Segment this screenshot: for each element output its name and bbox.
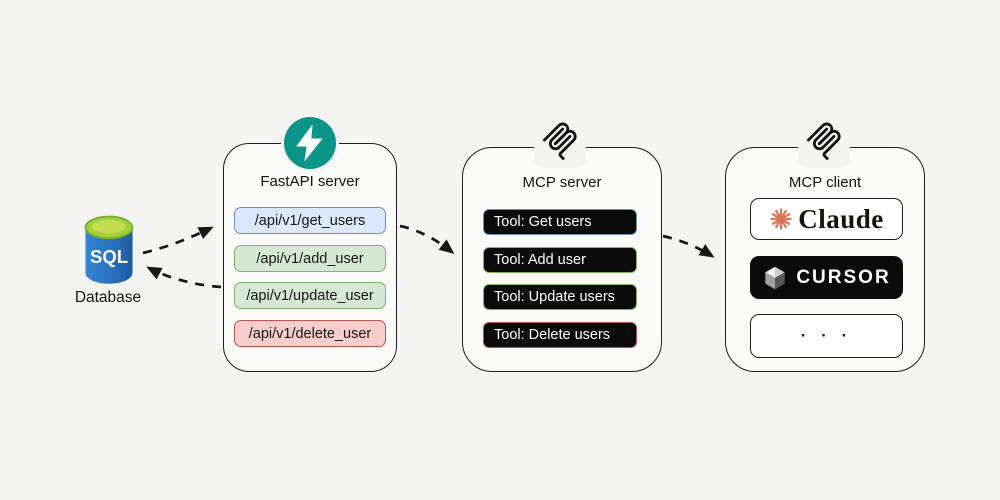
- mcp-client-panel: MCP client Claude: [725, 147, 925, 372]
- mcp-server-panel: MCP server Tool: Get users Tool: Add use…: [462, 147, 662, 372]
- endpoint-label: /api/v1/add_user: [256, 250, 364, 267]
- fastapi-panel: FastAPI server /api/v1/get_users /api/v1…: [223, 143, 397, 372]
- fastapi-title: FastAPI server: [260, 173, 360, 190]
- tool-pill-get-users: Tool: Get users: [483, 209, 637, 235]
- sql-database-icon: SQL: [82, 214, 136, 288]
- endpoint-pill-update-user: /api/v1/update_user: [234, 282, 386, 309]
- arrow-fastapi-to-mcp-server: [399, 224, 455, 254]
- tool-pill-update-users: Tool: Update users: [483, 284, 637, 310]
- cursor-wordmark: CURSOR: [796, 266, 891, 288]
- claude-wordmark: Claude: [798, 203, 884, 234]
- tool-label: Tool: Update users: [494, 289, 615, 305]
- endpoint-label: /api/v1/delete_user: [248, 325, 372, 342]
- mcp-server-title: MCP server: [522, 174, 602, 191]
- cursor-card: CURSOR: [750, 256, 903, 299]
- ellipsis-label: · · ·: [800, 326, 853, 345]
- fastapi-lightning-icon: [281, 114, 339, 172]
- tool-label: Tool: Add user: [494, 252, 586, 268]
- tool-pill-delete-users: Tool: Delete users: [483, 322, 637, 348]
- arrow-fastapi-to-db: [146, 266, 222, 289]
- arrow-mcp-server-to-client: [662, 234, 715, 258]
- mcp-client-title: MCP client: [788, 174, 862, 191]
- endpoint-pill-get-users: /api/v1/get_users: [234, 207, 386, 234]
- arrow-db-to-fastapi: [142, 226, 214, 255]
- tool-label: Tool: Get users: [494, 214, 592, 230]
- database-caption: Database: [74, 289, 142, 306]
- sql-icon-label: SQL: [90, 246, 128, 267]
- mcp-server-icon: [534, 112, 586, 168]
- endpoint-pill-add-user: /api/v1/add_user: [234, 245, 386, 272]
- endpoint-label: /api/v1/get_users: [254, 212, 366, 229]
- mcp-client-icon: [798, 112, 850, 168]
- more-clients-card: · · ·: [750, 314, 903, 358]
- claude-card: Claude: [750, 198, 903, 240]
- endpoint-pill-delete-user: /api/v1/delete_user: [234, 320, 386, 347]
- tool-label: Tool: Delete users: [494, 327, 611, 343]
- cursor-cube-icon: [765, 266, 786, 289]
- tool-pill-add-user: Tool: Add user: [483, 247, 637, 273]
- claude-starburst-icon: [770, 208, 792, 230]
- endpoint-label: /api/v1/update_user: [246, 287, 374, 304]
